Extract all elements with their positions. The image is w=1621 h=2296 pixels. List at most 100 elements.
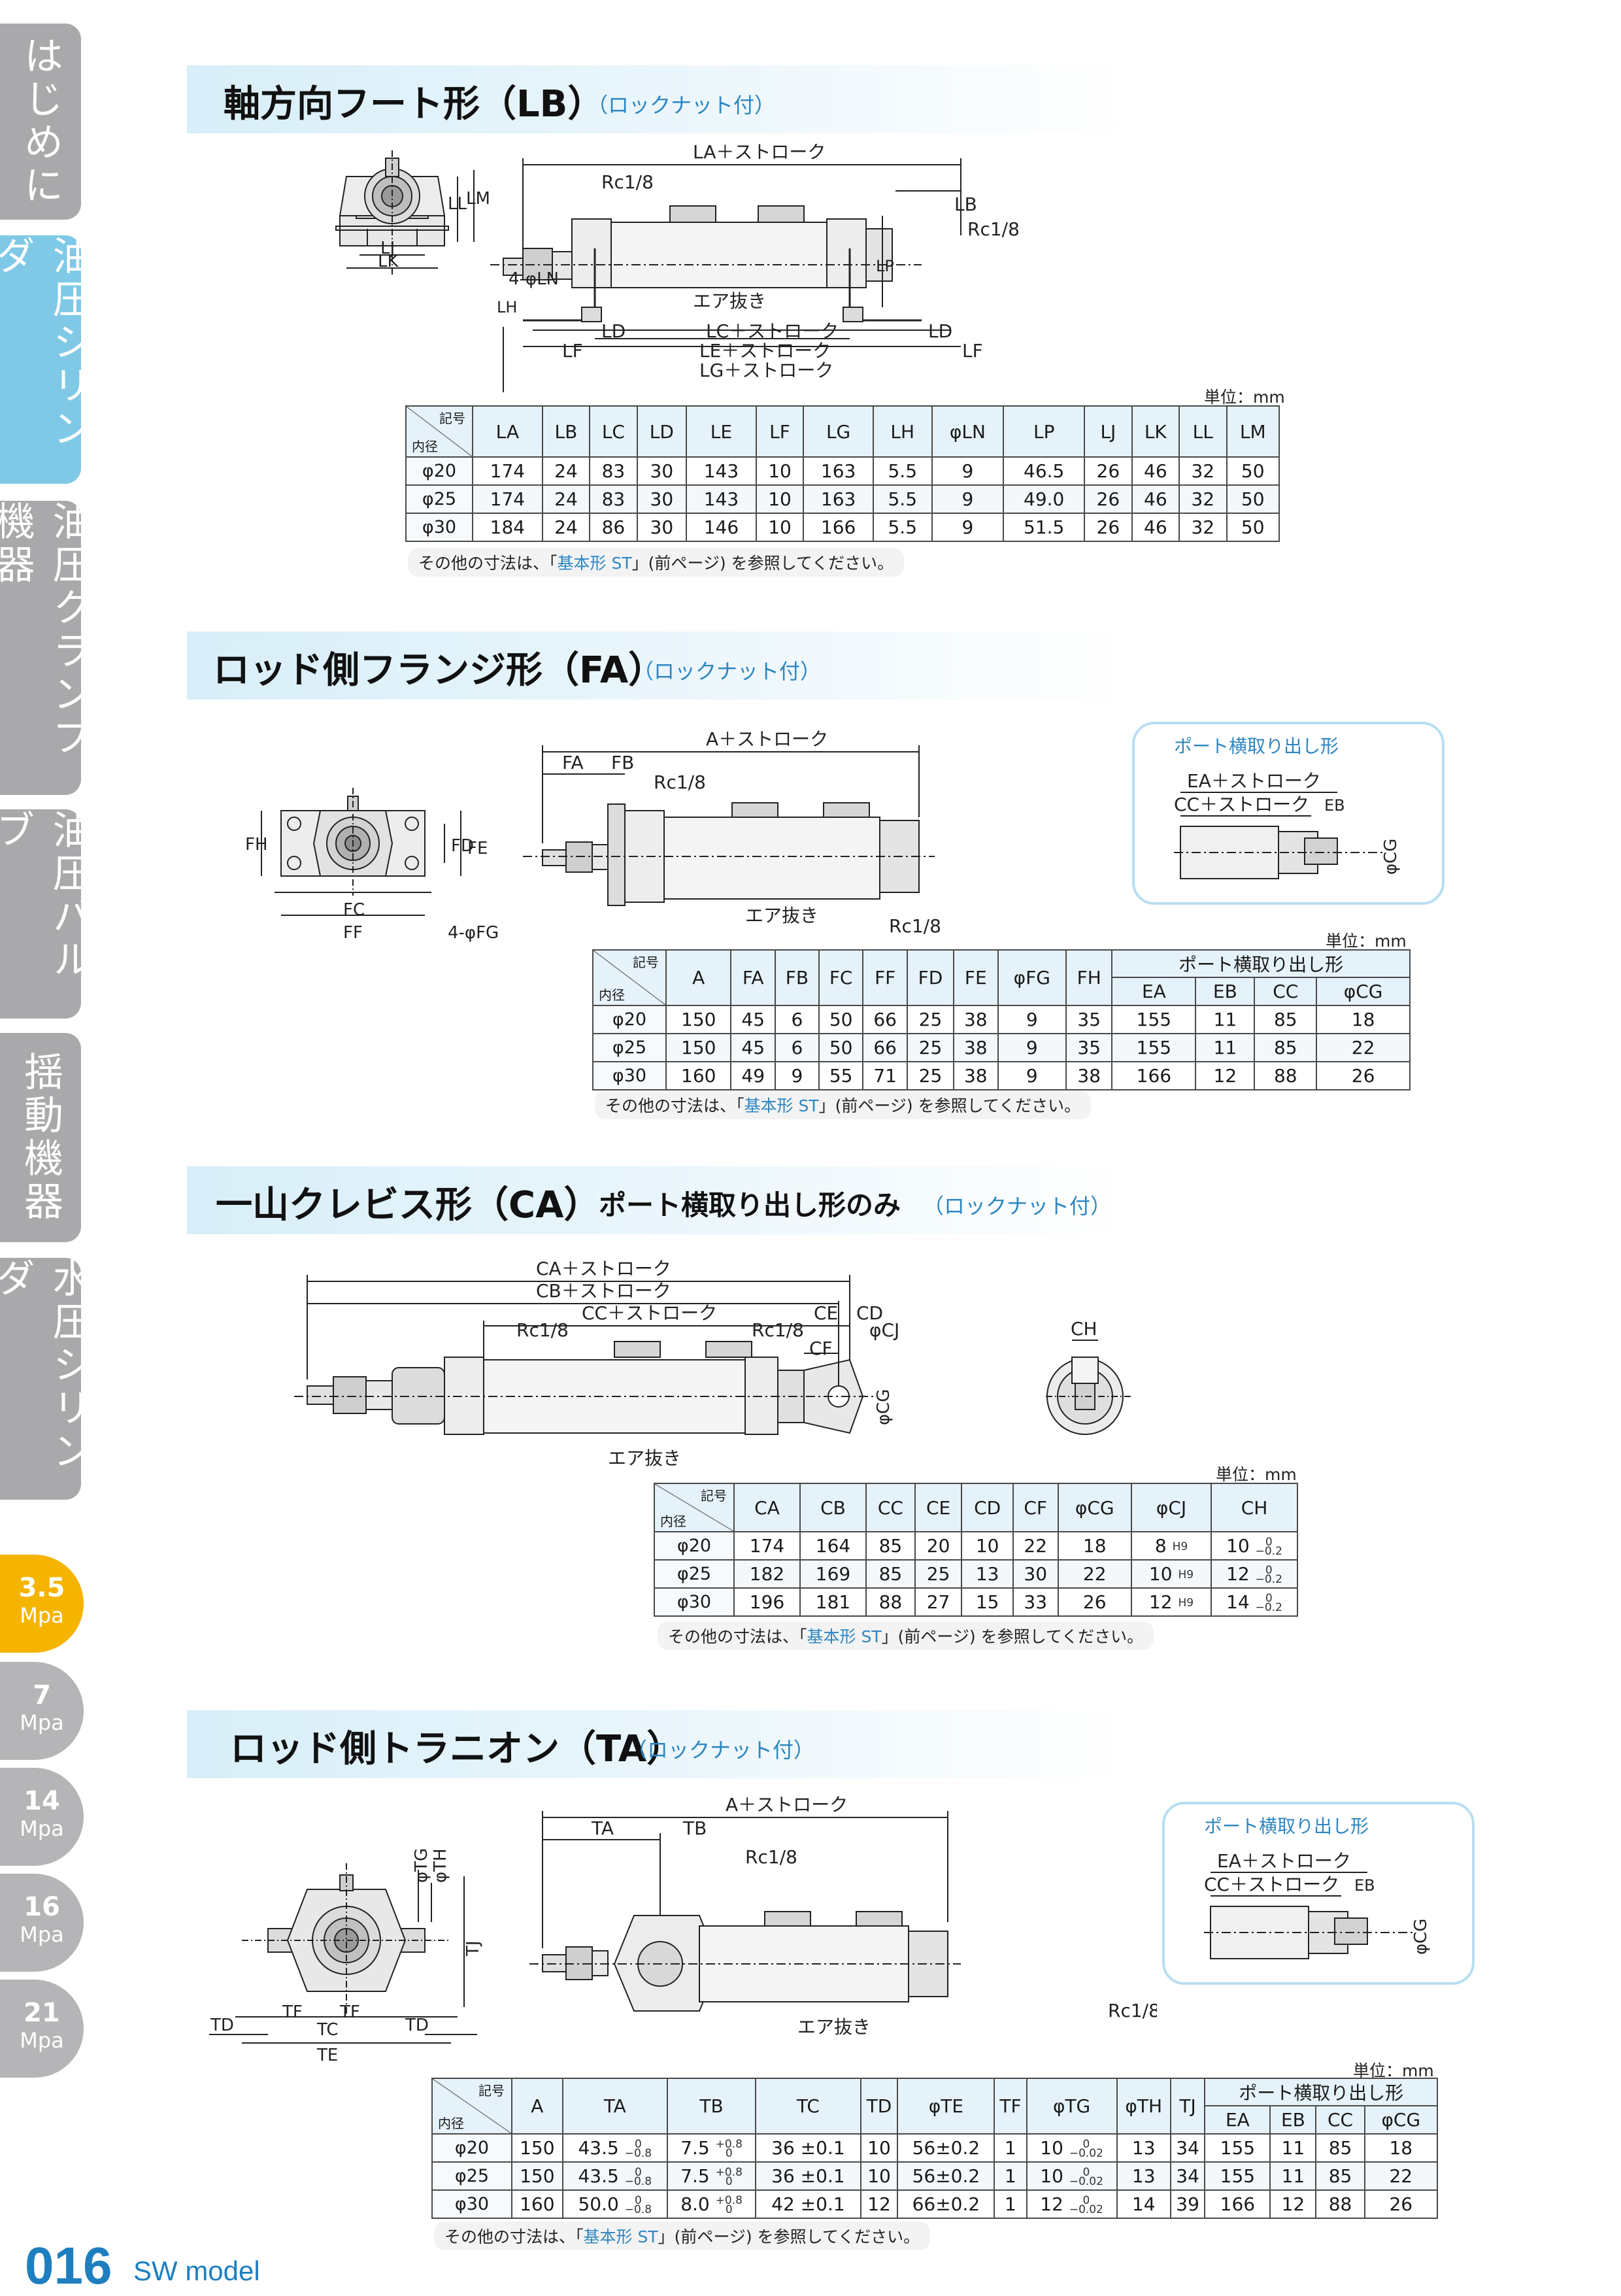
ch-value: 12 — [1226, 1563, 1250, 1585]
cell: 9 — [997, 1005, 1067, 1034]
cell: 22 — [1363, 2161, 1439, 2191]
col-header: CH — [1211, 1483, 1298, 1532]
ta-tolerance: 0−0.8 — [625, 2139, 652, 2159]
tab-hydraulic-valve[interactable]: 油圧バルブ — [0, 809, 92, 1019]
tol-upper: 0 — [1082, 2138, 1090, 2151]
note-link[interactable]: 基本形 ST — [744, 1096, 819, 1115]
header-row: EA EB CC φCG — [432, 2105, 1439, 2135]
cell: 46.5 — [1003, 456, 1086, 486]
cell: 9 — [997, 1033, 1067, 1062]
row-header: φ20 — [431, 2133, 512, 2163]
cj-fit: H9 — [1178, 1568, 1194, 1581]
cell: 13 — [961, 1559, 1014, 1589]
cell: 9 — [997, 1061, 1067, 1090]
section-subtitle: （ロックナット付） — [633, 659, 822, 684]
dim-td-right: TD — [405, 2016, 429, 2035]
note-pre: その他の寸法は、「 — [668, 1627, 807, 1646]
note-link[interactable]: 基本形 ST — [807, 1627, 882, 1646]
dim-cj: φCJ — [869, 1319, 899, 1341]
tab-hydraulic-cylinder[interactable]: 油圧シリンダ — [0, 235, 92, 484]
tol-upper: 0 — [1082, 2194, 1090, 2207]
ta-value: 50.0 — [578, 2193, 619, 2215]
dim-rc1: Rc1/8 — [516, 1319, 569, 1341]
cell: 11 — [1195, 1005, 1256, 1034]
row-header: φ20 — [654, 1531, 735, 1561]
dim-th: φTH — [431, 1848, 450, 1883]
col-header: FA — [730, 949, 776, 1006]
port-title: ポート横取り出し形 — [1174, 735, 1339, 757]
row-header: φ25 — [592, 1033, 667, 1062]
dim-fe: FE — [467, 839, 488, 858]
dim-lh: LH — [497, 298, 517, 316]
ch-value: 14 — [1226, 1591, 1250, 1613]
ta-tolerance: 0−0.8 — [625, 2195, 652, 2216]
cell: 196 — [733, 1587, 801, 1617]
reference-note: その他の寸法は、「基本形 ST」(前ページ) を参照してください。 — [658, 1621, 1154, 1650]
note-link[interactable]: 基本形 ST — [583, 2227, 658, 2246]
dim-ch: CH — [1071, 1318, 1097, 1340]
cell: 160 — [665, 1061, 732, 1090]
section-mid: ポート横取り出し形のみ — [599, 1189, 901, 1221]
port-drawing: EA＋ストローク CC＋ストローク EB φCG — [1204, 1850, 1431, 1959]
col-header: φTE — [897, 2078, 995, 2135]
note-link[interactable]: 基本形 ST — [557, 554, 632, 573]
col-header: CC — [1315, 2105, 1365, 2135]
col-header: CD — [961, 1483, 1014, 1532]
row-header: φ30 — [405, 513, 473, 542]
header-row: 記号内径 CA CB CC CE CD CF φCG φCJ CH — [654, 1483, 1298, 1532]
cell: 50 — [1226, 484, 1280, 514]
cj-value: 8 — [1154, 1535, 1167, 1557]
row-header: φ20 — [592, 1005, 667, 1034]
cell: 26 — [1363, 2189, 1439, 2219]
cell: 85 — [1315, 2133, 1365, 2163]
tol-lower: 0 — [725, 2175, 733, 2188]
tab-hydraulic-clamp[interactable]: 油圧クランプ機器 — [0, 501, 92, 795]
dim-lk: LK — [378, 252, 399, 271]
cell: 24 — [541, 484, 591, 514]
cell: 86 — [589, 513, 638, 542]
cell: 169 — [799, 1559, 867, 1589]
cj-fit: H9 — [1172, 1540, 1188, 1553]
col-header: A — [665, 949, 732, 1006]
cell: 45 — [730, 1005, 776, 1034]
dim-fb: FB — [611, 752, 634, 773]
ca-drawing: CA＋ストローク CB＋ストローク CC＋ストローク CD CE Rc1/8 R… — [294, 1258, 1131, 1469]
cell: 46 — [1131, 484, 1180, 514]
pressure-unit: Mpa — [20, 1603, 64, 1628]
cell: 39 — [1169, 2189, 1206, 2219]
corner-top: 記号 — [478, 2083, 505, 2099]
tol-upper: 0 — [1265, 1536, 1273, 1549]
col-header: φLN — [931, 405, 1005, 458]
dim-tc: TC — [316, 2020, 339, 2040]
cell: 155 — [1204, 2133, 1271, 2163]
cell: 30 — [636, 513, 688, 542]
ta-tolerance: 0−0.8 — [625, 2167, 652, 2187]
dim-cg: φCG — [1381, 839, 1401, 875]
dim-cg: φCG — [1411, 1919, 1431, 1955]
col-header: TD — [860, 2078, 899, 2135]
cell: 26 — [1316, 1061, 1411, 1090]
cell: 88 — [1254, 1061, 1318, 1090]
cell: 150 — [665, 1033, 732, 1062]
col-header: TF — [994, 2078, 1028, 2135]
header-row: 記号内径 A FA FB FC FF FD FE φFG FH ポート横取り出し… — [592, 949, 1411, 1006]
unit-label: 単位：mm — [1216, 1465, 1297, 1484]
reference-note: その他の寸法は、「基本形 ST」(前ページ) を参照してください。 — [595, 1090, 1092, 1119]
tab-rotary[interactable]: 揺動機器 — [0, 1033, 81, 1242]
cell: 36 ±0.1 — [755, 2161, 861, 2191]
tab-water-cylinder[interactable]: 水圧シリンダ — [0, 1258, 92, 1500]
cell: 26 — [1084, 484, 1133, 514]
cell: 88 — [1315, 2189, 1365, 2219]
cell: 24 — [541, 456, 591, 486]
dim-ta: TA — [591, 1817, 614, 1839]
dim-eb: EB — [1354, 1876, 1375, 1895]
col-header: EB — [1195, 977, 1256, 1006]
cell: 50 — [1226, 513, 1280, 542]
tab-introduction[interactable]: はじめに — [0, 24, 81, 220]
